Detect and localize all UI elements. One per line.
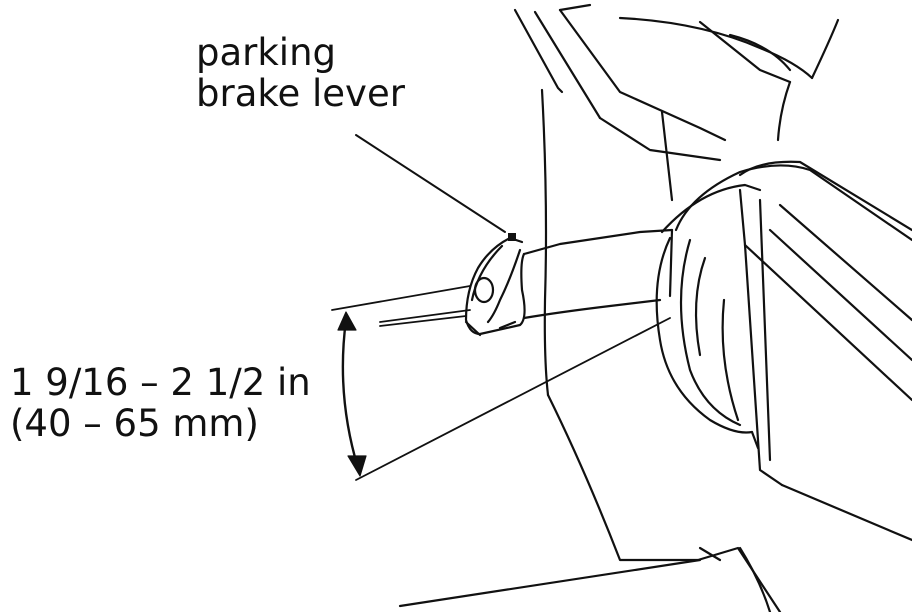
part-label-line-1: parking <box>196 32 405 73</box>
part-label-line-2: brake lever <box>196 73 405 114</box>
lever-handle <box>466 230 672 335</box>
dimension-metric: (40 – 65 mm) <box>10 403 311 444</box>
lever-boot <box>657 162 912 540</box>
dimension-imperial: 1 9/16 – 2 1/2 in <box>10 362 311 403</box>
dimension-arrow <box>338 312 366 476</box>
dimension-extension-lines <box>332 286 670 480</box>
parking-brake-lever-label: parking brake lever <box>196 32 405 115</box>
callout-leader <box>356 135 516 241</box>
travel-dimension-label: 1 9/16 – 2 1/2 in (40 – 65 mm) <box>10 362 311 445</box>
